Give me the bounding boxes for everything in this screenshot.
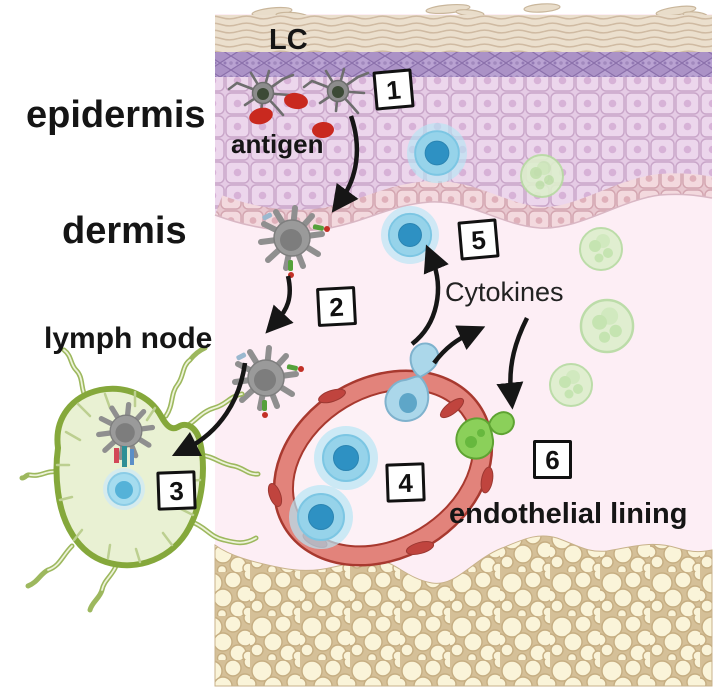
arrow-cytokines-to-green-cell xyxy=(496,316,530,410)
tcr-mhc-synapse xyxy=(114,446,134,467)
lymphatic-vessel-highlights xyxy=(29,349,259,591)
label-epidermis: epidermis xyxy=(26,94,206,136)
step-marker-3: 3 xyxy=(156,470,197,511)
arrow-to-lymph-node xyxy=(171,362,248,457)
t-cell-diapedesis xyxy=(384,342,440,422)
lymph-node-scallops xyxy=(55,390,202,564)
epidermis-dermis-boundary xyxy=(214,193,713,232)
label-lymph-node: lymph node xyxy=(44,322,213,355)
t-cells-in-vessel xyxy=(289,426,378,549)
granular-layer xyxy=(215,52,712,79)
step-marker-4: 4 xyxy=(385,462,426,503)
step-marker-6: 6 xyxy=(533,440,572,479)
label-antigen: antigen xyxy=(231,129,324,159)
step-number-3: 3 xyxy=(168,475,185,506)
arrow-cell-to-cytokines xyxy=(432,325,486,365)
mhc-antigen-complex-dc1 xyxy=(262,212,330,278)
step-number-6: 6 xyxy=(545,444,560,475)
step-number-1: 1 xyxy=(384,73,403,106)
step-number-4: 4 xyxy=(397,467,414,498)
step-marker-1: 1 xyxy=(372,68,415,111)
antigen-particles xyxy=(249,92,334,139)
stratum-corneum-layer xyxy=(215,15,712,53)
label-endothelial-lining: endothelial lining xyxy=(449,498,688,530)
label-langerhans-cell: LC xyxy=(269,24,308,56)
label-cytokines: Cytokines xyxy=(445,277,564,307)
flow-arrows xyxy=(171,115,530,457)
arrow-antigen-to-dermis xyxy=(331,115,360,213)
step-marker-2: 2 xyxy=(316,286,357,327)
t-cell-lymph-node xyxy=(103,468,145,510)
arrow-dc-migration xyxy=(265,275,294,334)
green-cell-diapedesis xyxy=(455,411,515,460)
mhc-antigen-complex-dc2 xyxy=(236,352,304,418)
adipose-layer xyxy=(214,535,713,687)
label-dermis: dermis xyxy=(62,210,187,252)
step-number-2: 2 xyxy=(328,291,345,322)
step-number-5: 5 xyxy=(469,223,488,256)
step-marker-5: 5 xyxy=(457,218,500,261)
arrow-cytokines-to-tcell xyxy=(410,244,449,346)
